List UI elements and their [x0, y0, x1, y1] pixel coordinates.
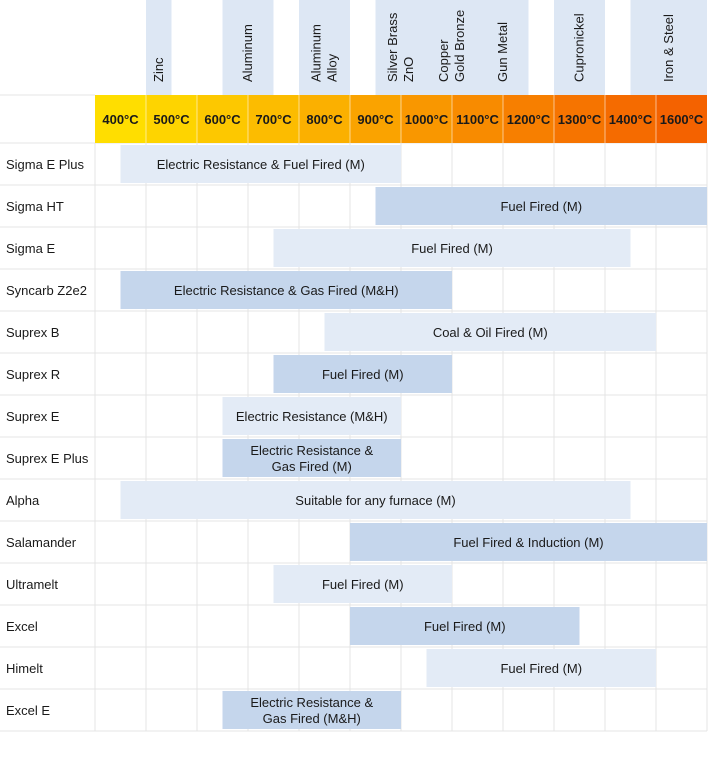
range-bar: [350, 523, 707, 561]
bar-label: Fuel Fired (M): [500, 199, 582, 214]
metal-label: Gun Metal: [495, 22, 510, 82]
metal-label: Aluminum: [240, 24, 255, 82]
temp-header-cell: [146, 95, 197, 143]
temp-label: 1400°C: [609, 112, 653, 127]
product-name: Suprex E: [6, 409, 60, 424]
temp-header-cell: [656, 95, 707, 143]
product-name: Suprex R: [6, 367, 60, 382]
bar-label: Suitable for any furnace (M): [295, 493, 455, 508]
range-bar: [273, 355, 452, 393]
metal-band-5: [477, 0, 529, 95]
temp-label: 500°C: [153, 112, 190, 127]
product-name: Suprex B: [6, 325, 59, 340]
temp-label: 600°C: [204, 112, 241, 127]
temp-header-cell: [197, 95, 248, 143]
metal-band-0: [146, 0, 172, 95]
range-bar: [273, 565, 452, 603]
product-name: Himelt: [6, 661, 43, 676]
metal-band-3: [375, 0, 427, 95]
bar-label: Electric Resistance &: [250, 695, 373, 710]
metal-label: Silver Brass: [385, 12, 400, 82]
metal-label: Aluminum: [309, 24, 324, 82]
metal-label: ZnO: [401, 57, 416, 82]
temp-header-cell: [248, 95, 299, 143]
range-bar: [273, 229, 631, 267]
product-name: Sigma E Plus: [6, 157, 85, 172]
product-name: Suprex E Plus: [6, 451, 89, 466]
bar-label: Electric Resistance (M&H): [236, 409, 388, 424]
metal-label: Gold Bronze: [452, 10, 467, 82]
metal-band-4: [426, 0, 478, 95]
temp-header-cell: [401, 95, 452, 143]
metal-label: Zinc: [151, 57, 166, 82]
temp-header-cell: [554, 95, 605, 143]
product-name: Syncarb Z2e2: [6, 283, 87, 298]
temp-label: 800°C: [306, 112, 343, 127]
bar-label: Fuel Fired (M): [411, 241, 493, 256]
temp-label: 700°C: [255, 112, 292, 127]
range-bar: [120, 271, 452, 309]
temp-label: 1600°C: [660, 112, 704, 127]
range-bar: [222, 439, 401, 477]
metal-band-1: [222, 0, 274, 95]
range-bar: [120, 481, 631, 519]
product-name: Sigma E: [6, 241, 55, 256]
product-name: Alpha: [6, 493, 40, 508]
bar-label: Electric Resistance &: [250, 443, 373, 458]
range-bar: [350, 607, 580, 645]
temp-header-cell: [95, 95, 146, 143]
product-name: Sigma HT: [6, 199, 64, 214]
metal-label: Alloy: [325, 53, 340, 82]
range-bar: [120, 145, 401, 183]
temp-label: 1000°C: [405, 112, 449, 127]
metal-band-7: [630, 0, 707, 95]
range-bar: [375, 187, 707, 225]
temp-header-cell: [299, 95, 350, 143]
bar-label: Gas Fired (M&H): [263, 711, 361, 726]
bar-label: Fuel Fired (M): [424, 619, 506, 634]
product-name: Salamander: [6, 535, 77, 550]
range-bar: [222, 691, 401, 729]
metal-label: Cupronickel: [572, 13, 587, 82]
temp-label: 900°C: [357, 112, 394, 127]
range-bar: [324, 313, 656, 351]
bar-label: Fuel Fired (M): [500, 661, 582, 676]
range-bar: [222, 397, 401, 435]
bar-label: Coal & Oil Fired (M): [433, 325, 548, 340]
metal-label: Iron & Steel: [661, 14, 676, 82]
bar-label: Electric Resistance & Fuel Fired (M): [157, 157, 365, 172]
temp-header-cell: [452, 95, 503, 143]
temp-label: 400°C: [102, 112, 139, 127]
product-name: Ultramelt: [6, 577, 58, 592]
temp-label: 1200°C: [507, 112, 551, 127]
temp-header-cell: [605, 95, 656, 143]
metal-band-6: [554, 0, 605, 95]
bar-label: Fuel Fired (M): [322, 577, 404, 592]
temp-header-cell: [503, 95, 554, 143]
temp-label: 1100°C: [456, 112, 499, 127]
temp-header-cell: [350, 95, 401, 143]
bar-label: Fuel Fired (M): [322, 367, 404, 382]
bar-label: Fuel Fired & Induction (M): [453, 535, 603, 550]
product-name: Excel E: [6, 703, 50, 718]
bar-label: Gas Fired (M): [272, 459, 352, 474]
metal-band-2: [299, 0, 350, 95]
metal-label: Copper: [436, 39, 451, 82]
temp-label: 1300°C: [558, 112, 602, 127]
bar-label: Electric Resistance & Gas Fired (M&H): [174, 283, 399, 298]
range-bar: [426, 649, 656, 687]
product-name: Excel: [6, 619, 38, 634]
